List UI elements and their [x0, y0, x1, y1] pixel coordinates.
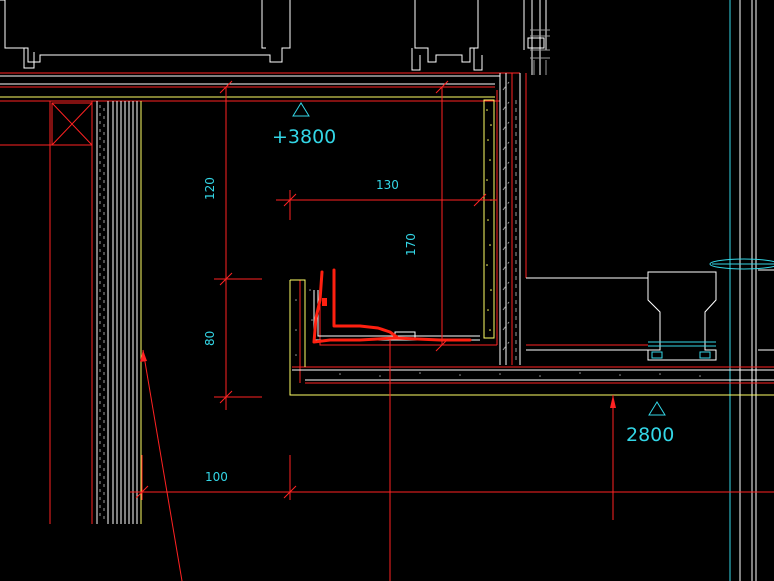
slab-fill	[0, 75, 500, 85]
level-triangle-lower	[648, 401, 666, 416]
insulation-board	[483, 99, 495, 339]
left-wall-hatch	[99, 105, 105, 520]
dim-text-120: 120	[203, 177, 217, 200]
level-label-lower: 2800	[626, 424, 674, 446]
red-markup	[312, 268, 472, 344]
right-wall	[483, 73, 527, 365]
dimension-lines	[130, 80, 774, 581]
dim-text-100: 100	[205, 470, 228, 484]
level-label-upper: +3800	[272, 126, 336, 148]
ceiling-slab	[0, 0, 550, 102]
window-sash	[526, 0, 774, 581]
dim-text-170: 170	[404, 233, 418, 256]
insulation-dots	[486, 109, 492, 331]
bolt-mark	[322, 298, 327, 306]
angle-bracket	[313, 290, 480, 341]
level-marker-lower: 2800	[626, 401, 674, 446]
window-profile-cyan	[648, 0, 774, 581]
level-marker-upper: +3800	[272, 102, 336, 148]
slab-edges	[0, 72, 520, 88]
dim-text-130: 130	[376, 178, 399, 192]
right-wall-hatch	[502, 81, 517, 360]
top-fixtures	[0, 0, 547, 75]
arrow-heads	[140, 350, 616, 408]
hanger-bolt	[530, 29, 550, 75]
left-wall	[0, 101, 142, 524]
dim-text-80: 80	[203, 331, 217, 346]
lower-ceiling	[289, 279, 774, 396]
level-triangle-upper	[292, 102, 310, 117]
lower-ceiling-dots	[295, 289, 701, 377]
